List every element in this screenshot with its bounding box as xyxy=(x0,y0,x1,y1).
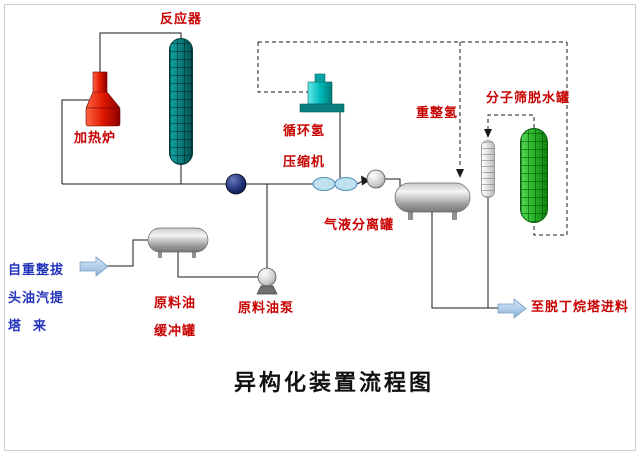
molecular-sieve-vessel xyxy=(520,128,548,223)
buffer-tank-vessel xyxy=(147,227,209,258)
inlet-stream-label-line2: 头油汽提 xyxy=(8,291,65,306)
inlet-stream-label-line3: 塔 来 xyxy=(8,319,48,334)
cooler-circle xyxy=(366,169,386,189)
diagram-title: 异构化装置流程图 xyxy=(233,370,434,395)
reforming-hydrogen-label: 重整氢 xyxy=(416,106,459,121)
recycle-hydrogen-label: 循环氢 xyxy=(283,124,326,139)
feed-oil-label: 原料油 xyxy=(154,296,197,311)
heat-exchanger-circle xyxy=(225,173,247,195)
air-cooler xyxy=(312,177,358,191)
feed-oil-pump xyxy=(256,267,278,295)
dashed-hydrogen-pipes xyxy=(257,41,568,236)
compressor-label: 压缩机 xyxy=(283,155,326,170)
feed-oil-pump-label: 原料油泵 xyxy=(238,301,295,316)
compressor-unit xyxy=(299,73,345,113)
gas-liquid-separator-vessel xyxy=(394,182,471,220)
pipe-arrowheads xyxy=(361,129,492,186)
reactor-vessel xyxy=(169,38,193,165)
heating-furnace-label: 加热炉 xyxy=(74,131,117,146)
outlet-stream-label: 至脱丁烷塔进料 xyxy=(531,300,630,315)
separator-label: 气液分离罐 xyxy=(324,218,395,233)
feed-stream-arrow xyxy=(79,256,109,277)
solid-pipes xyxy=(61,32,498,309)
buffer-tank-label: 缓冲罐 xyxy=(154,324,197,339)
outlet-stream-arrow xyxy=(497,298,527,319)
filter-column-vessel xyxy=(481,140,495,198)
heating-furnace xyxy=(85,71,121,127)
reactor-label: 反应器 xyxy=(160,12,203,27)
molecular-sieve-label: 分子筛脱水罐 xyxy=(486,91,571,106)
inlet-stream-label-line1: 自重整拔 xyxy=(8,263,65,278)
